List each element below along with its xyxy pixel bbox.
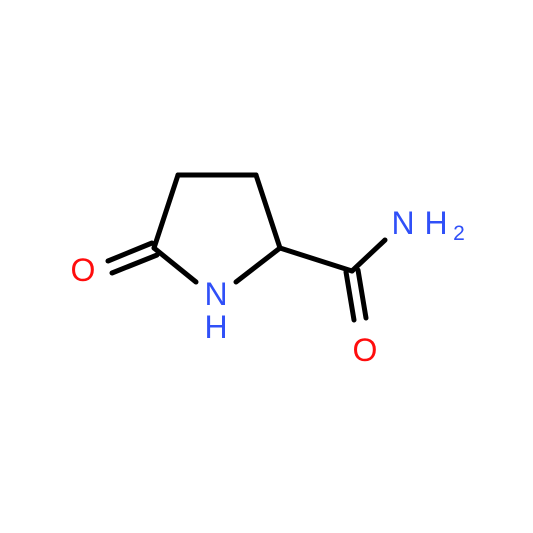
bond-c-amide-n (349, 237, 388, 274)
ring-nitrogen-label: N (204, 276, 227, 312)
amide-hydrogen-label: H (424, 205, 447, 241)
bond-n1-c5 (151, 245, 199, 285)
amide-hydrogen-count-label: 2 (453, 222, 465, 245)
bond-c-amide-o-b (355, 267, 369, 321)
bond-c2-c-amide (277, 245, 355, 274)
bond-c5-c4 (151, 172, 181, 251)
bond-c3-c2 (253, 172, 283, 251)
ring-nitrogen-hydrogen-label: H (204, 309, 227, 345)
bond-c-amide-o-a (343, 269, 357, 323)
amide-nitrogen-label: N (391, 205, 414, 241)
bond-c2-n1 (233, 245, 283, 285)
bond-c-o-double-b (109, 252, 160, 276)
ring-oxygen-label: O (71, 252, 96, 288)
amide-oxygen-label: O (353, 332, 378, 368)
bond-c-o-double-a (105, 240, 155, 264)
